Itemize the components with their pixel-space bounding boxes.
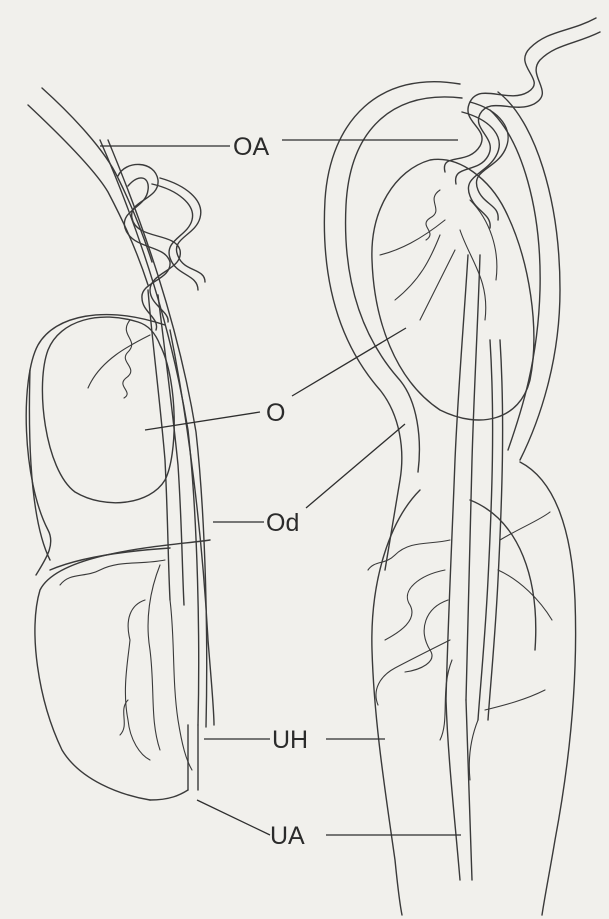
label-o: O	[266, 399, 285, 427]
right-lower-artery-2	[466, 700, 472, 880]
right-duct-2	[466, 255, 480, 700]
right-ovary-branch-5	[470, 200, 497, 280]
right-ovary	[372, 159, 534, 420]
left-horn-vein-3	[125, 600, 150, 760]
right-arch-right-inner	[490, 110, 540, 450]
left-horn-bottom	[150, 790, 188, 800]
left-horn-outline	[35, 540, 210, 800]
left-ovary-coil	[123, 320, 132, 398]
right-ovary-branch-4	[420, 250, 455, 320]
right-coil-top-1	[444, 18, 596, 172]
label-ua: UA	[270, 822, 305, 850]
right-vein-8	[485, 690, 545, 710]
right-body-outline-right	[520, 462, 576, 915]
right-duct-1	[446, 255, 468, 700]
left-specimen	[26, 88, 214, 800]
labels: OA O Od UH UA	[233, 133, 308, 850]
leader-od-right	[306, 424, 405, 508]
left-outer-ligament-2	[29, 370, 50, 560]
right-vein-9	[469, 720, 478, 780]
right-duct-3	[478, 340, 493, 720]
left-artery-long-1	[100, 140, 199, 725]
right-body-inner	[470, 500, 536, 650]
right-arch-right-outer	[498, 92, 560, 460]
label-uh: UH	[272, 726, 308, 754]
left-bottom-lines	[188, 725, 198, 790]
label-od: Od	[266, 509, 299, 537]
right-vein-7	[498, 570, 552, 620]
right-ovary-branch-2	[395, 235, 440, 300]
right-coil-top-2	[456, 32, 600, 184]
right-ovary-branch-1	[380, 220, 445, 255]
left-ovary	[42, 317, 174, 503]
leader-o-left	[145, 412, 260, 430]
left-duct-2	[158, 295, 184, 605]
right-specimen	[324, 18, 600, 915]
right-coil-top-4	[462, 112, 499, 228]
left-duct-1	[148, 290, 170, 600]
right-lower-artery-1	[446, 700, 460, 880]
left-horn-vein-2	[148, 565, 160, 750]
right-coil-top-3	[470, 102, 508, 220]
left-artery-long-3	[170, 330, 214, 725]
leader-ua-left	[197, 800, 270, 835]
right-vein-4	[376, 640, 450, 705]
left-coiled-artery-c	[160, 178, 205, 282]
label-oa: OA	[233, 133, 269, 161]
right-arch-outer	[324, 82, 460, 570]
right-vein-6	[500, 512, 550, 540]
left-upper-band-inner	[42, 88, 152, 262]
right-arch-inner	[346, 97, 462, 472]
right-vein-2	[385, 570, 445, 640]
left-ovary-branch	[88, 335, 150, 388]
leader-o-right	[292, 328, 406, 396]
left-horn-vein-5	[120, 700, 128, 735]
left-artery-long-2	[108, 140, 207, 727]
